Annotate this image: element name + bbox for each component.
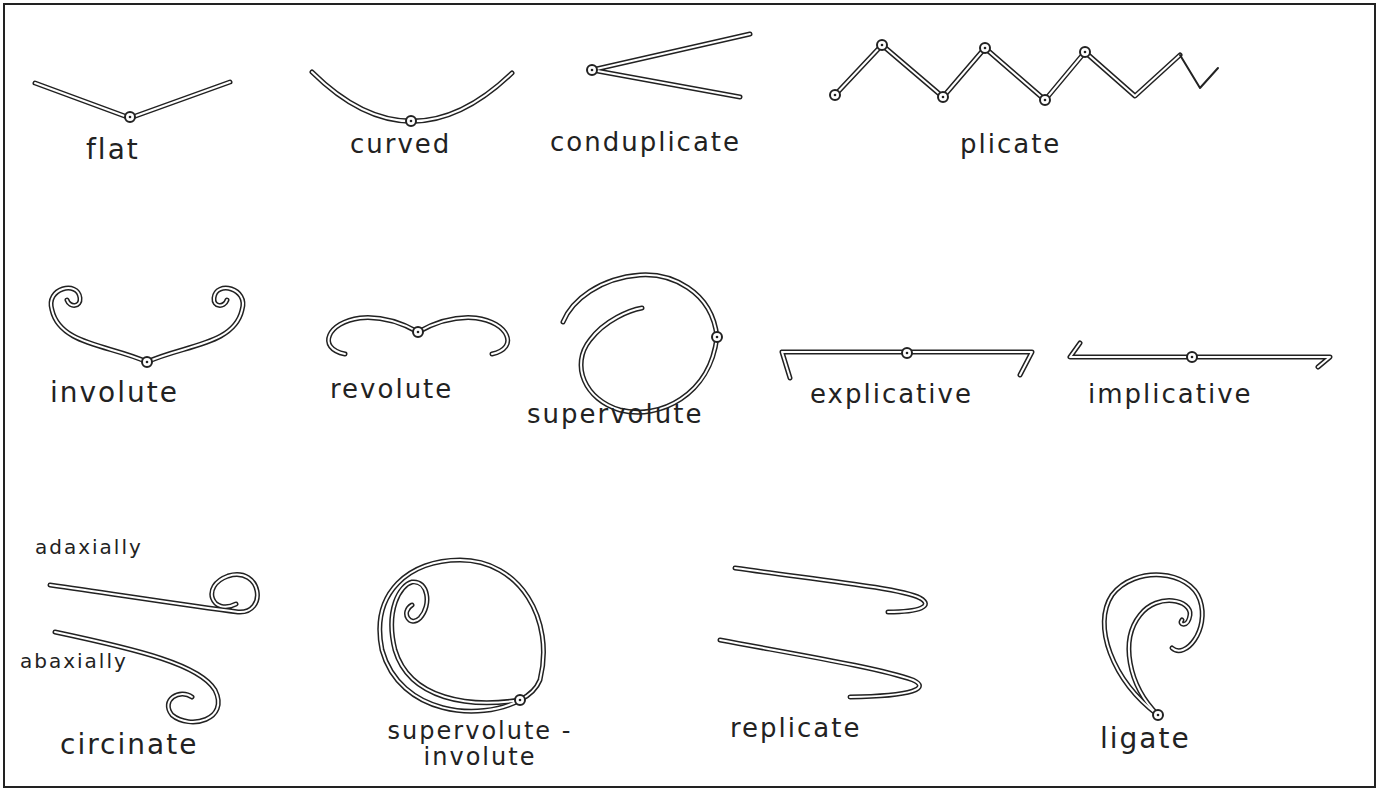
- midrib-dot-center: [716, 336, 719, 339]
- leaf-outline-inner: [392, 582, 520, 703]
- midrib-dot-center: [834, 94, 837, 97]
- leaf-outline-inner: [50, 575, 257, 612]
- leaf-outline: [329, 318, 418, 354]
- leaf-outline: [418, 318, 508, 354]
- leaf-outline-inner: [835, 45, 1180, 100]
- midrib-dot-center: [1157, 714, 1160, 717]
- leaf-outline: [147, 288, 243, 362]
- leaf-outline-inner: [592, 34, 750, 97]
- leaf-outline: [55, 632, 218, 722]
- midrib-dot-center: [1044, 99, 1047, 102]
- term-label: implicative: [1088, 380, 1253, 409]
- midrib-dot-center: [1191, 356, 1194, 359]
- leaf-outline: [592, 34, 750, 97]
- leaf-outline-inner: [1070, 343, 1330, 367]
- midrib-dot: [413, 327, 423, 337]
- leaf-outline: [51, 288, 147, 362]
- leaf-outline-inner: [55, 632, 218, 722]
- leaf-sections: [35, 34, 1330, 722]
- midrib-dot-center: [881, 44, 884, 47]
- term-label: supervolute: [527, 400, 703, 429]
- midrib-dot: [406, 116, 416, 126]
- midrib-dot: [1040, 95, 1050, 105]
- term-label: adaxially: [35, 536, 143, 558]
- midrib-dot: [515, 695, 525, 705]
- term-label: involute: [50, 378, 179, 409]
- term-label: ligate: [1100, 724, 1191, 755]
- midrib-dot: [1187, 352, 1197, 362]
- leaf-outline-inner: [51, 288, 147, 362]
- midrib-dot-center: [129, 116, 132, 119]
- leaf-outline: [1104, 575, 1202, 715]
- midrib-dot: [877, 40, 887, 50]
- leaf-outline-inner: [720, 640, 919, 697]
- term-label: plicate: [960, 130, 1061, 159]
- term-label: flat: [86, 135, 140, 166]
- midrib-dot: [830, 90, 840, 100]
- term-label: conduplicate: [550, 128, 741, 157]
- midrib-dot-center: [417, 331, 420, 334]
- midrib-dot: [938, 92, 948, 102]
- midrib-dot: [902, 348, 912, 358]
- midrib-dot-center: [906, 352, 909, 355]
- leaf-outline-inner: [418, 318, 508, 354]
- midrib-dot: [980, 43, 990, 53]
- term-label: revolute: [330, 375, 453, 404]
- midrib-dot-center: [942, 96, 945, 99]
- midrib-dot-center: [591, 69, 594, 72]
- leaf-outline: [735, 568, 925, 612]
- leaf-outline-inner: [329, 318, 418, 354]
- term-label: curved: [350, 130, 451, 159]
- leaf-outline: [581, 308, 717, 412]
- leaf-outline: [720, 640, 919, 697]
- leaf-outline-inner: [147, 288, 243, 362]
- frame: [4, 4, 1375, 787]
- leaf-outline: [50, 575, 257, 612]
- leaf-outline: [392, 582, 520, 703]
- midrib-dot: [142, 357, 152, 367]
- leaf-outline-inner: [563, 275, 717, 337]
- leaf-outline: [380, 560, 544, 711]
- leaf-outline-inner: [581, 308, 717, 412]
- midrib-dot: [1080, 47, 1090, 57]
- term-label: abaxially: [20, 650, 128, 672]
- midrib-dots: [125, 40, 1197, 720]
- leaf-outline-inner: [380, 560, 544, 711]
- term-label: replicate: [730, 714, 861, 743]
- midrib-dot-center: [410, 120, 413, 123]
- leaf-outline-inner: [312, 72, 512, 121]
- midrib-dot: [587, 65, 597, 75]
- term-label: explicative: [810, 380, 973, 409]
- leaf-outline: [835, 45, 1180, 100]
- midrib-dot-center: [519, 699, 522, 702]
- midrib-dot: [712, 332, 722, 342]
- leaf-outline-inner: [735, 568, 925, 612]
- leaf-outline: [312, 72, 512, 121]
- leaf-outline-inner: [1104, 575, 1202, 715]
- midrib-dot: [125, 112, 135, 122]
- term-label: circinate: [60, 730, 198, 761]
- midrib-dot-center: [1084, 51, 1087, 54]
- leaf-outline-inner: [1129, 601, 1190, 715]
- midrib-dot-center: [146, 361, 149, 364]
- plicate-tail: [1180, 55, 1218, 88]
- leaf-outline: [1070, 343, 1330, 367]
- midrib-dot-center: [984, 47, 987, 50]
- midrib-dot: [1153, 710, 1163, 720]
- term-label: supervolute -involute: [380, 718, 580, 771]
